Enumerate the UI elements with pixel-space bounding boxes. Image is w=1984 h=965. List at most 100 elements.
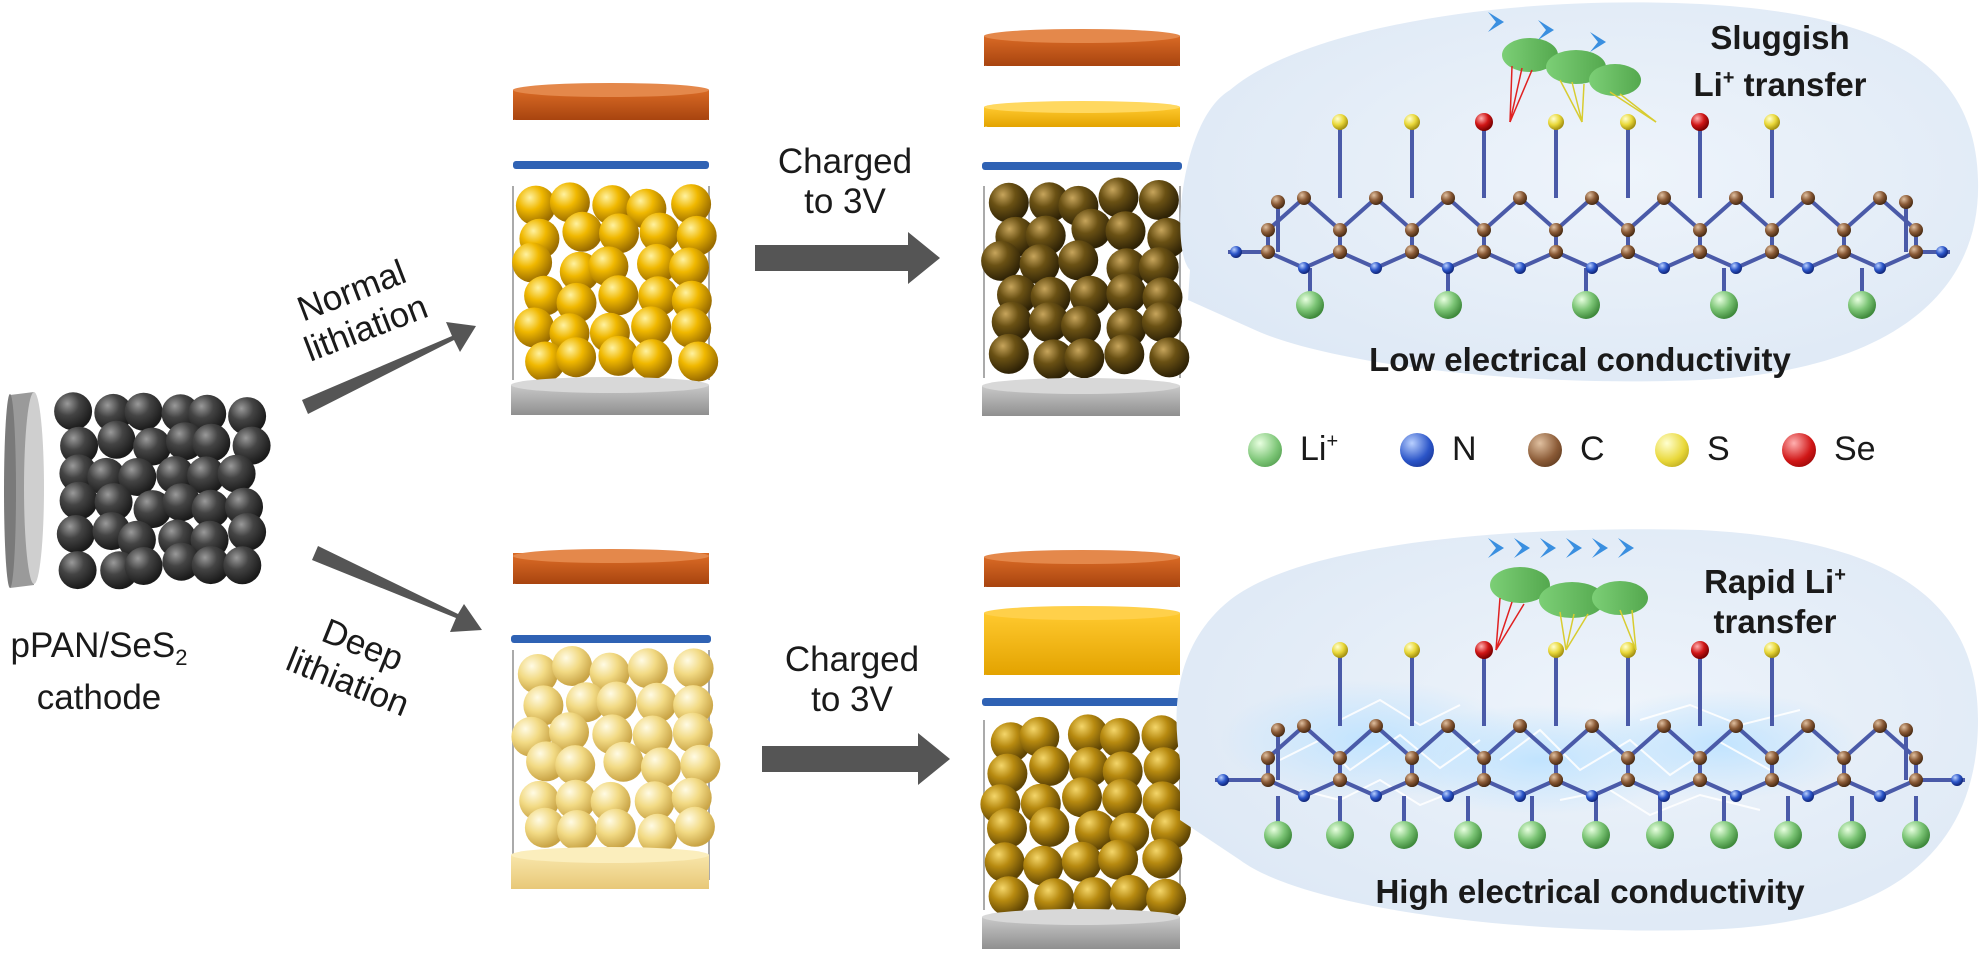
sphere [987,808,1027,849]
conductivity-glow [1220,680,1860,815]
atom-c [1657,191,1671,205]
legend-item-c: C [1528,430,1605,469]
sphere [1061,841,1102,882]
bottom-title-sup: + [1834,564,1846,586]
legend-label-li: Li [1300,430,1327,468]
sphere [596,681,637,722]
atom-c [1261,751,1275,765]
sphere [671,308,712,348]
atom-c [1693,245,1707,259]
polysulfide-bonds-bottom [1495,597,1637,651]
atom-c [1261,773,1275,787]
sphere [631,306,672,347]
atom-n [1936,246,1948,258]
sphere [191,546,230,585]
chevron-icon [1618,538,1634,558]
carbon-ball-icon [1528,432,1562,467]
sphere [1106,273,1147,314]
sphere [640,747,681,788]
sphere [162,483,201,522]
top-title-transfer: transfer [1734,66,1867,103]
atom-c [1549,773,1563,787]
atom-c [1837,751,1851,765]
atom-c [1729,191,1743,205]
charge-label-bottom: Charged to 3V [762,640,942,720]
atom-c [1405,751,1419,765]
atom-c [1369,719,1383,733]
atom-s [1620,114,1636,130]
arrow-normal-lithiation [302,322,476,414]
atom-n [1586,790,1598,802]
sphere [671,184,712,225]
sphere [988,876,1029,917]
separator-layer [982,162,1182,170]
atom-n [1951,774,1963,786]
sphere [1142,838,1183,879]
sphere [556,337,597,378]
atom-n [1442,262,1454,274]
atom-n [1586,262,1598,274]
sphere [555,779,596,820]
separator-layer [982,698,1182,706]
atom-c [1549,751,1563,765]
atom-n [1298,262,1310,274]
atom-n [1514,790,1526,802]
legend-label-se: Se [1834,430,1876,468]
atom-s [1548,642,1564,658]
separator-layer [511,635,711,643]
atom-n [1298,790,1310,802]
sphere [1019,244,1060,285]
sphere [984,842,1025,883]
sphere [515,185,556,226]
charge-label-top: Charged to 3V [755,142,935,222]
sphere [118,458,157,496]
sulfur-ball-icon [1655,432,1689,467]
atom-li [1434,291,1462,319]
atom-n [1802,790,1814,802]
sphere [1029,807,1070,847]
atom-c [1621,751,1635,765]
atom-c [1909,751,1923,765]
atom-c [1549,245,1563,259]
atom-n [1874,790,1886,802]
atom-c [1549,223,1563,237]
nitrogen-ball-icon [1400,432,1434,467]
arrow-deep-lithiation [312,546,482,632]
sphere [673,685,714,726]
atom-c [1513,191,1527,205]
sphere [1105,211,1146,252]
atom-c [1333,245,1347,259]
atom-li [1646,821,1674,849]
sphere [94,483,133,522]
arrow-charge-top [755,232,940,284]
sphere [676,215,717,256]
sphere [1138,180,1179,220]
sphere [161,394,200,433]
atom-c [1297,719,1311,733]
sphere [1138,247,1179,288]
atom-c [1261,223,1275,237]
sphere [1071,208,1112,249]
sphere [228,397,267,436]
atom-se [1691,641,1709,659]
sphere [1028,302,1069,343]
sphere [1141,301,1182,342]
atom-c [1333,773,1347,787]
sphere [1109,874,1150,915]
sphere [58,551,97,590]
sphere [672,712,713,753]
atom-li [1848,291,1876,319]
li-ion-ball-icon [1248,432,1282,467]
sphere [523,685,564,726]
sphere [1098,177,1139,218]
atom-se [1475,113,1493,131]
atom-se [1475,641,1493,659]
polysulfide-cluster-top [1502,38,1641,96]
sphere [555,745,596,786]
atom-c [1333,223,1347,237]
top-panel-title: Sluggish Li+ transfer [1640,18,1920,105]
legend-label-n: N [1452,430,1477,468]
sphere [191,489,230,528]
charge-top-line2: to 3V [804,182,886,221]
top-layer-disc [511,83,711,129]
